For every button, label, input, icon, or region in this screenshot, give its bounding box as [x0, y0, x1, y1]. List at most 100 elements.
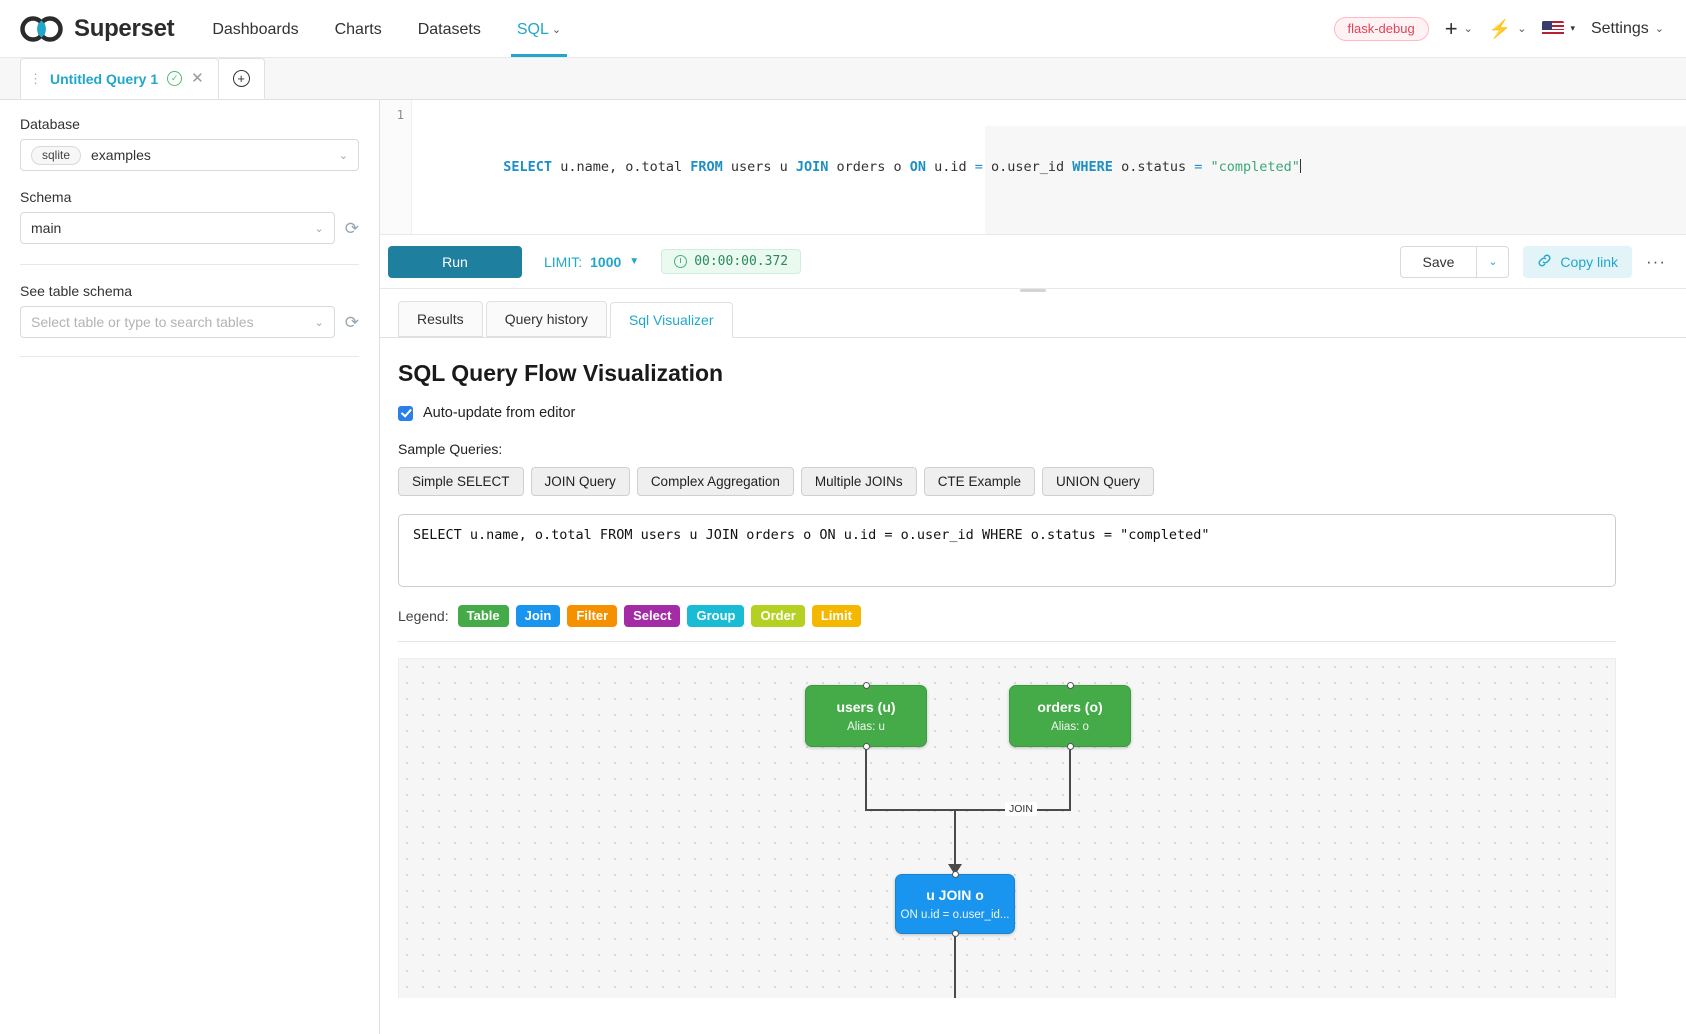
navbar-right: flask-debug + ⌄ ⚡ ⌄ ▾ Settings ⌄ — [1333, 15, 1664, 41]
nav-link-datasets[interactable]: Datasets — [417, 20, 481, 38]
node-port-top[interactable] — [1066, 682, 1074, 689]
sql-editor[interactable]: 1 SELECT u.name, o.total FROM users u JO… — [380, 100, 1686, 235]
code-token: u.name, o.total — [552, 159, 691, 175]
nav-links: Dashboards Charts Datasets SQL ⌄ — [212, 0, 568, 57]
schema-label: Schema — [20, 189, 72, 205]
nav-link-sql-label: SQL — [516, 20, 549, 38]
tab-sql-visualizer[interactable]: Sql Visualizer — [609, 302, 733, 338]
bolt-icon: ⚡ — [1488, 18, 1512, 39]
timer-value: 00:00:00.372 — [694, 254, 789, 269]
text-cursor — [1299, 159, 1301, 173]
query-flow-canvas[interactable]: JOIN users (u) Alias: u orders (o) Alias… — [398, 658, 1616, 998]
sample-query-button-0[interactable]: Simple SELECT — [398, 467, 524, 496]
code-token: SELECT — [503, 159, 553, 175]
code-token: FROM — [690, 159, 723, 175]
database-select[interactable]: sqlite examples ⌄ — [20, 139, 359, 171]
limit-dropdown[interactable]: LIMIT: 1000 ▼ — [544, 254, 639, 270]
code-token: users u — [722, 159, 796, 175]
new-button[interactable]: + ⌄ — [1444, 15, 1473, 41]
brand-text: Superset — [74, 14, 175, 42]
node-title: orders (o) — [1037, 699, 1103, 715]
legend-chip-table: Table — [457, 605, 509, 627]
legend-chip-limit: Limit — [811, 605, 861, 627]
settings-label: Settings — [1590, 19, 1649, 37]
node-port-bottom[interactable] — [1066, 743, 1074, 750]
nav-link-sql[interactable]: SQL ⌄ — [510, 0, 568, 57]
link-icon — [1537, 253, 1552, 271]
drag-handle-icon[interactable]: ⋮ — [29, 70, 42, 86]
result-tabs: Results Query history Sql Visualizer — [380, 289, 1686, 338]
table-select[interactable]: Select table or type to search tables ⌄ — [20, 306, 335, 338]
query-timer: 00:00:00.372 — [661, 249, 802, 274]
tab-query-history[interactable]: Query history — [485, 301, 607, 337]
legend-divider — [398, 641, 1616, 642]
actions-button[interactable]: ⚡ ⌄ — [1489, 20, 1527, 38]
save-dropdown-button[interactable]: ⌄ — [1477, 245, 1510, 278]
code-token: = — [1194, 159, 1203, 175]
node-users[interactable]: users (u) Alias: u — [805, 682, 927, 750]
code-token: orders o — [828, 159, 910, 175]
sample-query-button-1[interactable]: JOIN Query — [530, 467, 630, 496]
node-port-bottom[interactable] — [951, 930, 959, 937]
close-icon[interactable]: ✕ — [191, 70, 204, 87]
legend-chip-group: Group — [687, 605, 745, 627]
editor-code-area[interactable]: SELECT u.name, o.total FROM users u JOIN… — [412, 100, 1686, 234]
add-query-tab-button[interactable]: + — [218, 58, 265, 99]
auto-update-checkbox[interactable] — [398, 405, 413, 421]
chevron-down-icon: ⌄ — [1463, 23, 1473, 35]
language-picker[interactable]: ▾ — [1542, 21, 1575, 36]
run-button[interactable]: Run — [388, 245, 522, 278]
auto-update-row: Auto-update from editor — [398, 405, 1648, 421]
sample-query-button-5[interactable]: UNION Query — [1041, 467, 1154, 496]
body-wrapper: Database sqlite examples ⌄ Schema main ⌄… — [0, 100, 1686, 1034]
code-token: WHERE — [1072, 159, 1113, 175]
panel-resize-handle[interactable] — [1020, 289, 1046, 292]
node-orders[interactable]: orders (o) Alias: o — [1009, 682, 1131, 750]
chevron-down-icon: ⌄ — [338, 149, 348, 162]
nav-link-dashboards[interactable]: Dashboards — [212, 20, 299, 38]
schema-value: main — [31, 220, 62, 236]
schema-select[interactable]: main ⌄ — [20, 212, 335, 244]
node-port-top[interactable] — [951, 871, 959, 878]
plus-circle-icon: + — [232, 70, 250, 87]
sample-query-button-4[interactable]: CTE Example — [923, 467, 1035, 496]
database-label: Database — [20, 116, 80, 132]
edge-orders-vertical — [1069, 747, 1071, 810]
settings-menu[interactable]: Settings ⌄ — [1591, 20, 1664, 38]
sql-input-textarea[interactable] — [398, 514, 1616, 587]
divider-bottom — [20, 356, 359, 357]
edge-label-join: JOIN — [1005, 802, 1037, 816]
code-token: ON — [909, 159, 926, 175]
tab-results[interactable]: Results — [398, 301, 483, 337]
refresh-schema-icon[interactable]: ⟳ — [344, 218, 359, 238]
refresh-tables-icon[interactable]: ⟳ — [344, 312, 359, 332]
edge-join-output — [954, 934, 956, 998]
sample-query-button-2[interactable]: Complex Aggregation — [636, 467, 794, 496]
node-port-top[interactable] — [862, 682, 870, 689]
auto-update-label: Auto-update from editor — [423, 405, 576, 421]
sample-query-button-3[interactable]: Multiple JOINs — [800, 467, 917, 496]
chevron-down-icon: ⌄ — [1654, 23, 1664, 35]
nav-link-charts[interactable]: Charts — [334, 20, 382, 38]
line-number: 1 — [396, 108, 404, 122]
query-tab-bar: ⋮ Untitled Query 1 ✓ ✕ + — [0, 58, 1686, 100]
query-tab-untitled-query-1[interactable]: ⋮ Untitled Query 1 ✓ ✕ — [20, 58, 219, 99]
legend-chip-join: Join — [515, 605, 561, 627]
flask-debug-badge: flask-debug — [1333, 16, 1429, 41]
toolbar-right: Save ⌄ Copy link ··· — [1399, 245, 1667, 278]
save-button[interactable]: Save — [1399, 245, 1478, 278]
superset-logo[interactable]: Superset — [20, 14, 175, 43]
edge-users-vertical — [865, 747, 867, 810]
node-join[interactable]: u JOIN o ON u.id = o.user_id... — [895, 871, 1015, 937]
code-line-1: SELECT u.name, o.total FROM users u JOIN… — [422, 140, 1686, 194]
more-options-icon[interactable]: ··· — [1646, 251, 1666, 271]
plus-icon: + — [1444, 15, 1458, 41]
code-token: u.id — [925, 159, 975, 175]
node-port-bottom[interactable] — [862, 743, 870, 750]
copy-link-button[interactable]: Copy link — [1523, 245, 1633, 278]
code-token — [1202, 159, 1210, 175]
editor-toolbar: Run LIMIT: 1000 ▼ 00:00:00.372 Save ⌄ — [380, 235, 1686, 292]
copy-link-label: Copy link — [1560, 253, 1619, 270]
caret-down-icon: ▼ — [629, 256, 640, 267]
